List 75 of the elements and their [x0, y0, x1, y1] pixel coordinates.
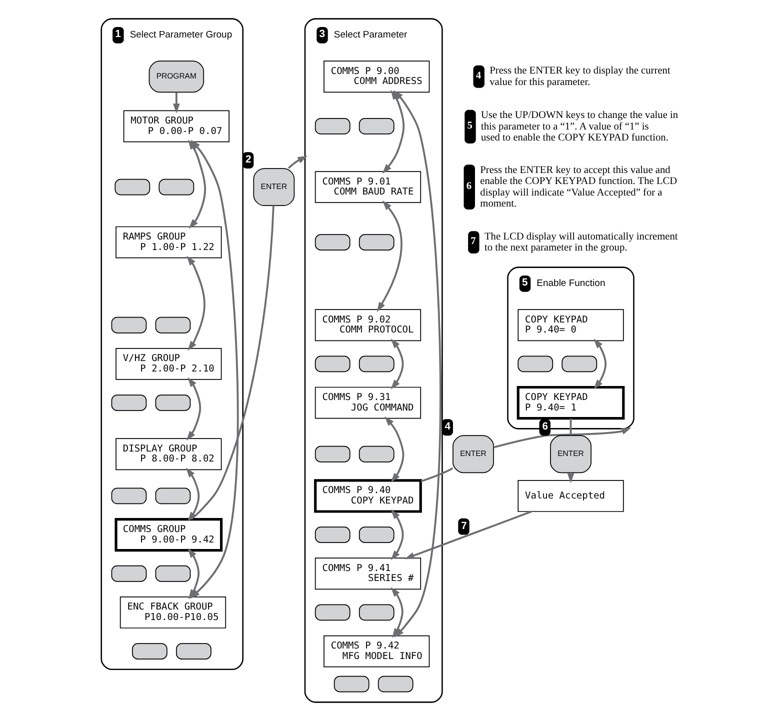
label: 6 [466, 180, 472, 192]
node-box: PROGRAM [148, 60, 204, 93]
node-box: COMMS P 9.02 COMM PROTOCOL [314, 309, 422, 342]
arrow [390, 509, 404, 560]
arrow [186, 256, 206, 351]
connector [190, 206, 274, 520]
node-box [155, 316, 191, 334]
node-box [155, 394, 191, 411]
arrow [188, 140, 206, 229]
label: 5 [467, 120, 472, 132]
node-box: MOTOR GROUP P 0.00-P 0.07 [123, 110, 230, 142]
label: Press the ENTER key to accept this value and enable the COPY KEYPAD function. The LCD display will indicate “Value Accepted” for a moment. [480, 164, 678, 210]
node-box [358, 356, 394, 372]
arrow [376, 200, 402, 312]
node-box [314, 356, 350, 372]
arrow [172, 92, 180, 114]
node-box [314, 526, 350, 543]
node-box: COMMS P 9.41 SERIES # [314, 558, 422, 590]
node-box [314, 604, 350, 621]
node-box: COMMS GROUP P 9.00-P 9.42 [114, 518, 223, 552]
node-box: DISPLAY GROUP P 8.00-P 8.02 [116, 438, 222, 470]
node-box: ENC FBACK GROUP P10.00-P10.05 [120, 596, 226, 628]
node-box [358, 604, 394, 621]
node-box [155, 488, 191, 504]
node-box [114, 178, 150, 196]
arrow [404, 510, 532, 560]
node-box [111, 394, 147, 411]
connector [420, 467, 454, 482]
node-box [358, 118, 394, 134]
node-box: COMMS P 9.00 COMM ADDRESS [324, 60, 430, 93]
node-box: RAMPS GROUP P 1.00-P 1.22 [116, 226, 222, 258]
label: Press the ENTER key to display the current value for this parameter. [490, 66, 670, 88]
node-box [111, 565, 147, 582]
edge-label: 7 [461, 520, 467, 532]
node-box [518, 356, 554, 372]
node-box [314, 234, 350, 250]
node-label: 2 [245, 154, 252, 166]
node-box: COMMS P 9.01 COMM BAUD RATE [314, 171, 422, 204]
node-box [111, 316, 147, 334]
node-box: COMMS P 9.40 COPY KEYPAD [314, 479, 422, 513]
arrow [288, 156, 308, 169]
node-box [562, 356, 598, 372]
node-box: COPY KEYPAD P 9.40= 0 [518, 309, 624, 342]
label: Use the UP/DOWN keys to change the value in this parameter to a “1”. A value of “1” is used to enable the COPY KEYPAD function. [481, 110, 678, 144]
node-box: COMMS P 9.42 MFG MODEL INFO [324, 635, 430, 668]
node-box: COPY KEYPAD P 9.40= 1 [516, 386, 625, 420]
arrow [186, 468, 200, 522]
node-label: 4 [444, 422, 451, 433]
node-box: Value Accepted [518, 480, 624, 512]
arrow [382, 90, 405, 174]
node-box: V/HZ GROUP P 2.00-P 2.10 [116, 348, 222, 380]
node-box [378, 676, 414, 692]
node-box [334, 676, 370, 692]
node-box: COMMS P 9.31 JOG COMMAND [314, 386, 422, 419]
node-label: 6 [542, 422, 548, 433]
node-box [314, 118, 350, 134]
arrow [594, 338, 607, 390]
arrow [186, 377, 202, 441]
arrow [190, 140, 239, 599]
arrow [493, 428, 632, 448]
label: 4 [476, 70, 482, 82]
node-box [158, 178, 194, 196]
node-box [358, 446, 394, 462]
node-box [155, 565, 191, 582]
arrow [384, 416, 404, 483]
arrow [390, 338, 404, 390]
node-box [176, 643, 212, 660]
node-box [111, 488, 147, 504]
label: 7 [470, 236, 476, 248]
label: The LCD display will automatically increment to the next parameter in the group. [484, 231, 678, 254]
connector [570, 418, 572, 436]
node-box [358, 526, 394, 543]
node-box [358, 234, 394, 250]
node-box [132, 643, 168, 660]
node-box [314, 446, 350, 462]
